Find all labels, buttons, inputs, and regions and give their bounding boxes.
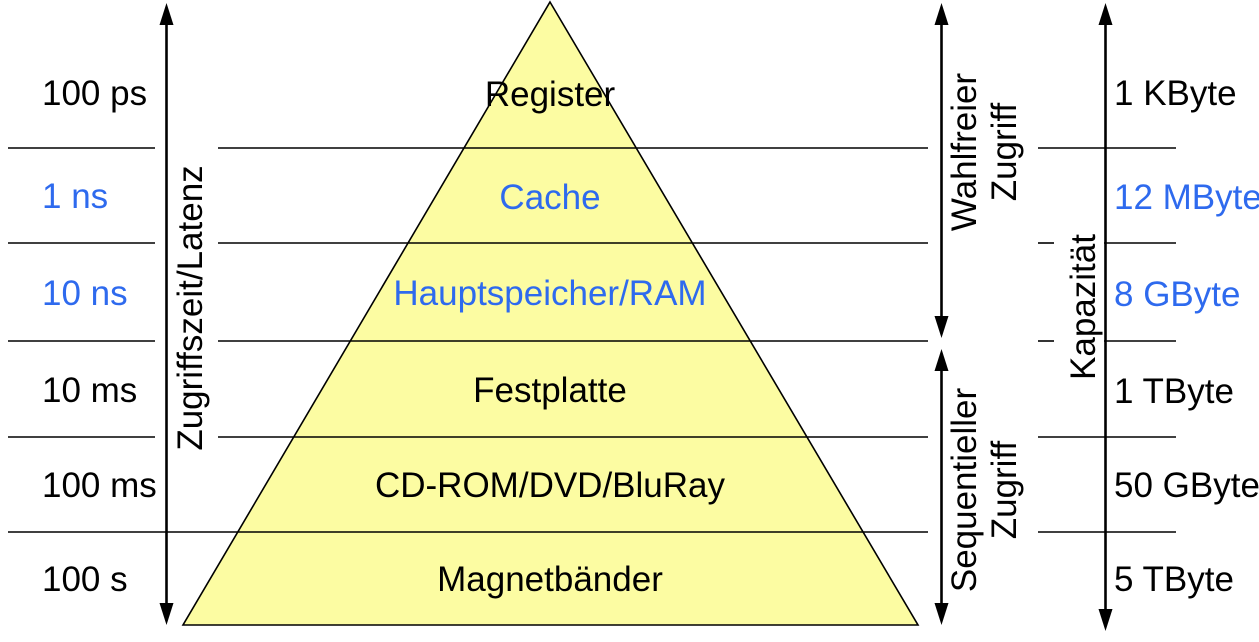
access-time-label: 100 s — [42, 560, 128, 600]
capacity-axis-label: Kapazität — [1064, 234, 1103, 380]
level-label: Magnetbänder — [437, 560, 663, 600]
capacity-axis-arrow — [1098, 3, 1113, 631]
sequential-access-label: Sequentieller Zugriff — [945, 387, 1024, 593]
access-time-label: 100 ps — [42, 74, 148, 114]
latency-axis-label: Zugriffszeit/Latenz — [171, 165, 210, 451]
level-label: Hauptspeicher/RAM — [393, 274, 707, 314]
random-access-label: Wahlfreier Zugriff — [945, 72, 1024, 232]
level-label: Festplatte — [473, 371, 627, 411]
pyramid — [181, 0, 920, 626]
random-access-arrow — [934, 3, 949, 338]
capacity-label: 1 KByte — [1114, 74, 1237, 114]
access-time-label: 1 ns — [42, 177, 109, 217]
access-time-label: 100 ms — [42, 466, 157, 506]
capacity-label: 5 TByte — [1114, 560, 1234, 600]
capacity-label: 1 TByte — [1114, 372, 1234, 412]
level-label: CD-ROM/DVD/BluRay — [374, 466, 726, 506]
capacity-label: 8 GByte — [1114, 275, 1241, 315]
access-time-label: 10 ns — [42, 274, 128, 314]
capacity-label: 12 MByte — [1114, 178, 1259, 218]
capacity-label: 50 GByte — [1114, 466, 1259, 506]
sequential-access-arrow — [934, 349, 949, 625]
level-label: Cache — [499, 178, 601, 218]
access-time-label: 10 ms — [42, 371, 138, 411]
level-label: Register — [484, 75, 616, 115]
latency-axis-arrow — [159, 3, 174, 625]
